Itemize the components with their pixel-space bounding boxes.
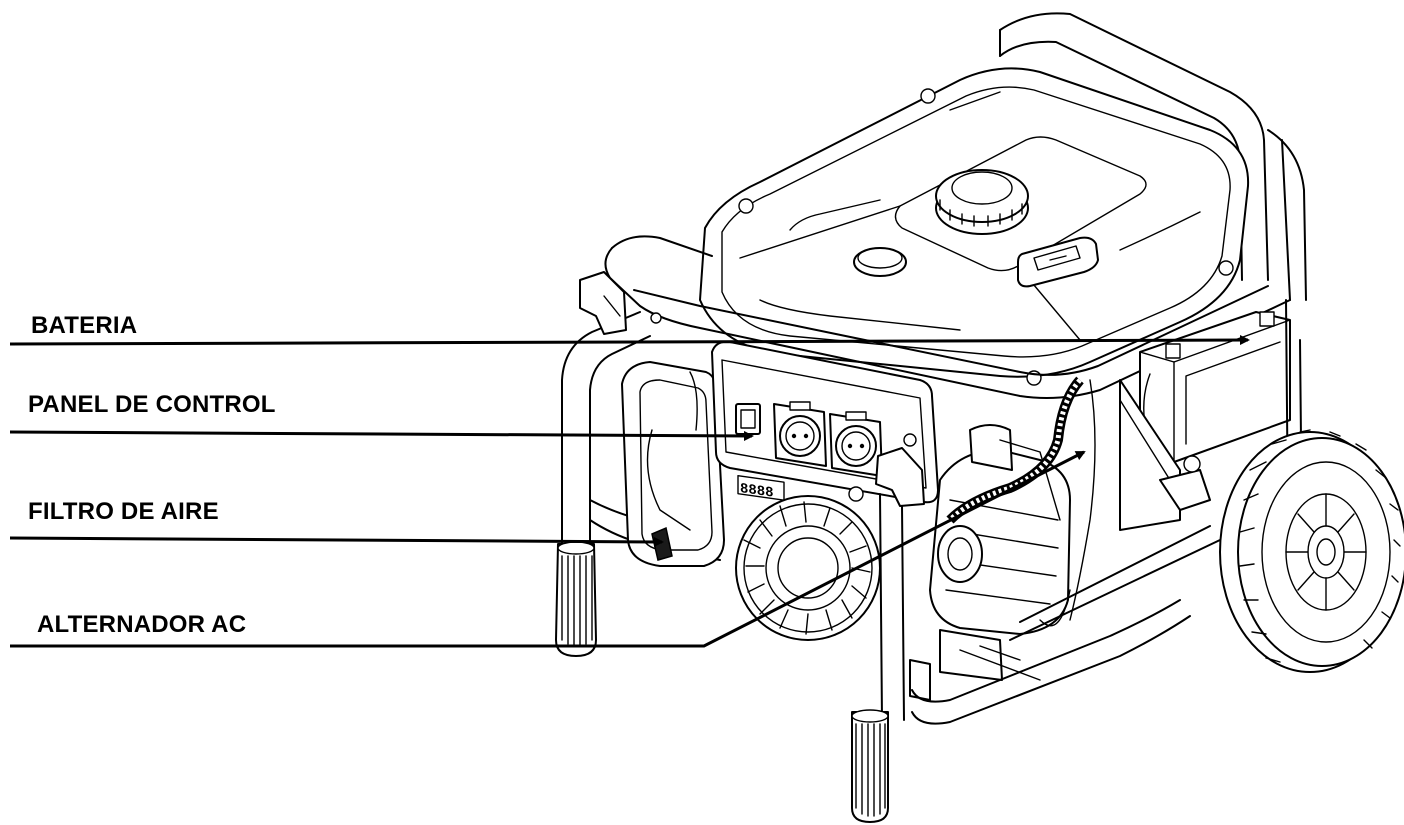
- label-panel-de-control: PANEL DE CONTROL: [28, 391, 276, 418]
- engine: [909, 424, 1071, 701]
- ac-socket-2: [829, 411, 883, 477]
- battery: [1139, 311, 1291, 471]
- leader-alternador-ac: [10, 450, 1086, 648]
- panel-display: 8888: [737, 475, 785, 502]
- left-grip: [555, 541, 597, 657]
- breaker-switch: [735, 403, 761, 435]
- right-latch: [875, 447, 925, 507]
- starter-motor: [937, 525, 983, 583]
- front-leg: [851, 493, 905, 823]
- leader-lines: [9, 335, 1250, 648]
- base-frame: [911, 299, 1303, 725]
- battery-terminal: [1165, 343, 1181, 359]
- fuel-gauge: [1017, 236, 1099, 288]
- label-alternador-ac: ALTERNADOR AC: [37, 611, 247, 638]
- recoil-starter: [735, 495, 881, 641]
- fuel-cap: [935, 169, 1029, 235]
- left-latch: [579, 271, 627, 335]
- display-readout: 8888: [740, 481, 774, 502]
- ac-socket-1: [773, 401, 827, 467]
- wheel-hub: [1307, 525, 1345, 579]
- air-filter: [621, 361, 725, 567]
- vibration-mount: [1159, 469, 1211, 511]
- fuel-tank: [699, 67, 1250, 386]
- leader-bateria: [9, 335, 1250, 346]
- alternator: [1119, 379, 1181, 531]
- leader-panel-de-control: [9, 430, 754, 441]
- label-filtro-de-aire: FILTRO DE AIRE: [28, 498, 219, 525]
- wheel: [1219, 429, 1404, 673]
- label-bateria: BATERIA: [31, 312, 138, 339]
- leader-filtro-de-aire: [9, 536, 664, 547]
- front-grip: [851, 709, 889, 823]
